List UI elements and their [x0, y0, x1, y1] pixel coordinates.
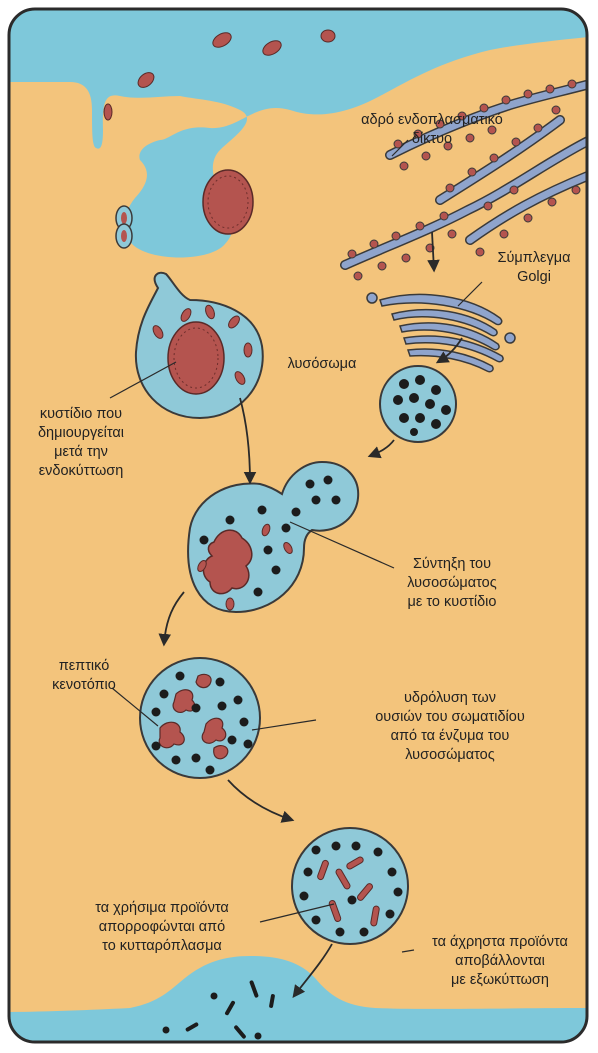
pinocytic-vesicles — [116, 206, 132, 248]
label-er-line1: αδρό ενδοπλασματικό — [361, 112, 503, 128]
label-hydrolysis-line2: ουσιών του σωματιδίου — [375, 709, 525, 725]
label-vesicle-line2: δημιουργείται — [38, 425, 124, 441]
digestive-vacuole — [140, 658, 260, 778]
label-vesicle-line3: μετά την — [54, 444, 108, 460]
label-vacuole-line1: πεπτικό — [59, 658, 110, 674]
label-hydrolysis-line1: υδρόλυση των — [404, 690, 496, 706]
label-golgi-line2: Golgi — [517, 269, 551, 285]
label-waste-line2: αποβάλλονται — [455, 953, 545, 969]
label-waste-line1: τα άχρηστα προϊόντα — [432, 934, 568, 950]
label-fusion-line3: με το κυστίδιο — [408, 594, 497, 610]
label-lysosome: λυσόσωμα — [288, 356, 357, 372]
label-useful-line3: το κυτταρόπλασμα — [102, 938, 222, 954]
label-useful-line2: απορροφώνται από — [99, 919, 225, 935]
label-vacuole-line2: κενοτόπιο — [52, 677, 116, 693]
label-useful-line1: τα χρήσιμα προϊόντα — [95, 900, 229, 916]
label-vesicle-line4: ενδοκύττωση — [39, 463, 124, 479]
label-hydrolysis-line3: από τα ένζυμα του — [391, 728, 510, 744]
final-vesicle — [292, 828, 408, 944]
label-vesicle-line1: κυστίδιο που — [40, 406, 122, 422]
label-hydrolysis-line4: λυσοσώματος — [405, 747, 494, 763]
engulfed-particle — [203, 170, 253, 234]
label-golgi-line1: Σύμπλεγμα — [498, 250, 571, 266]
lysosome — [380, 366, 456, 442]
label-fusion-line1: Σύντηξη του — [413, 556, 491, 572]
label-fusion-line2: λυσοσώματος — [407, 575, 496, 591]
label-waste-line3: με εξωκύττωση — [451, 972, 549, 988]
label-er-line2: δίκτυο — [412, 131, 452, 147]
